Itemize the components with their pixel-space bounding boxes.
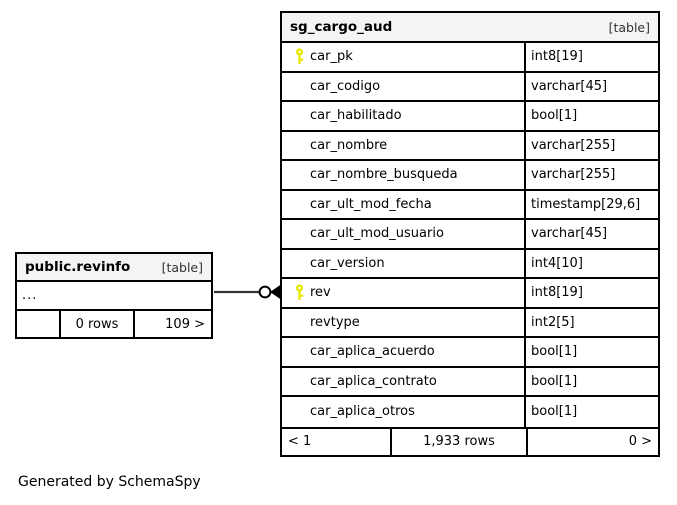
column-name-cell: car_nombre_busqueda bbox=[282, 161, 526, 189]
entity-header: sg_cargo_aud [table] bbox=[282, 13, 658, 43]
column-type-cell: varchar[255] bbox=[526, 132, 658, 160]
table-row[interactable]: car_nombre_busqueda varchar[255] bbox=[282, 161, 658, 191]
column-type: bool[1] bbox=[531, 373, 578, 389]
column-name-cell: car_aplica_contrato bbox=[282, 367, 526, 395]
columns-collapsed-placeholder: ... bbox=[22, 288, 38, 303]
column-name-cell: car_nombre bbox=[282, 131, 526, 159]
column-type: varchar[255] bbox=[531, 137, 616, 153]
footer-parent-count[interactable] bbox=[17, 311, 61, 337]
column-name-cell: car_version bbox=[282, 249, 526, 277]
column-type: varchar[45] bbox=[531, 226, 608, 242]
crowsfoot-many-icon bbox=[270, 284, 281, 300]
table-row[interactable]: car_ult_mod_fecha timestamp[29,6] bbox=[282, 190, 658, 220]
column-name: revtype bbox=[310, 314, 360, 330]
table-row[interactable]: car_ult_mod_usuario varchar[45] bbox=[282, 220, 658, 250]
column-type: int2[5] bbox=[531, 314, 575, 330]
column-name: rev bbox=[310, 285, 331, 301]
table-row[interactable]: car_version int4[10] bbox=[282, 249, 658, 279]
column-name: car_pk bbox=[310, 49, 353, 65]
column-name: car_habilitado bbox=[310, 108, 402, 124]
footer-row-count: 1,933 rows bbox=[392, 428, 528, 455]
entity-footer: < 1 1,933 rows 0 > bbox=[282, 426, 658, 455]
column-name-cell: car_aplica_otros bbox=[282, 397, 526, 427]
column-type: bool[1] bbox=[531, 344, 578, 360]
column-name-cell: ... bbox=[17, 282, 211, 309]
column-type: varchar[255] bbox=[531, 167, 616, 183]
generated-by-caption: Generated by SchemaSpy bbox=[18, 474, 201, 490]
entity-column-list: ... bbox=[17, 282, 211, 309]
column-type-cell: varchar[255] bbox=[526, 161, 658, 189]
column-type-cell: int4[10] bbox=[526, 250, 658, 278]
column-name: car_ult_mod_fecha bbox=[310, 196, 432, 212]
entity-sg-cargo-aud[interactable]: sg_cargo_aud [table] car_pk int8[19] ca bbox=[280, 11, 660, 457]
table-row[interactable]: revtype int2[5] bbox=[282, 308, 658, 338]
column-type-cell: varchar[45] bbox=[526, 220, 658, 248]
column-name: car_aplica_acuerdo bbox=[310, 344, 435, 360]
column-type: int4[10] bbox=[531, 255, 583, 271]
column-type-cell: bool[1] bbox=[526, 368, 658, 396]
column-name-cell: car_ult_mod_usuario bbox=[282, 220, 526, 248]
column-type: int8[19] bbox=[531, 49, 583, 65]
column-name-cell: car_habilitado bbox=[282, 102, 526, 130]
column-type: timestamp[29,6] bbox=[531, 196, 641, 212]
column-type-cell: int2[5] bbox=[526, 309, 658, 337]
column-type: bool[1] bbox=[531, 108, 578, 124]
column-name: car_aplica_otros bbox=[310, 404, 415, 420]
entity-public-revinfo[interactable]: public.revinfo [table] ... 0 rows 109 > bbox=[15, 252, 213, 339]
column-type-cell: bool[1] bbox=[526, 338, 658, 366]
table-row[interactable]: car_nombre varchar[255] bbox=[282, 131, 658, 161]
primary-key-icon bbox=[288, 284, 310, 301]
column-name: car_nombre bbox=[310, 137, 388, 153]
table-row[interactable]: car_aplica_acuerdo bool[1] bbox=[282, 338, 658, 368]
footer-child-count[interactable]: 0 > bbox=[628, 434, 652, 449]
table-row[interactable]: rev int8[19] bbox=[282, 279, 658, 309]
column-type-cell: bool[1] bbox=[526, 397, 658, 427]
column-type: bool[1] bbox=[531, 404, 578, 420]
column-name: car_version bbox=[310, 255, 385, 271]
column-type-cell: int8[19] bbox=[526, 279, 658, 307]
entity-title: public.revinfo bbox=[25, 259, 131, 275]
column-type: int8[19] bbox=[531, 285, 583, 301]
column-name-cell: car_codigo bbox=[282, 72, 526, 100]
table-row[interactable]: car_pk int8[19] bbox=[282, 43, 658, 73]
relationship-svg bbox=[214, 284, 281, 300]
footer-row-count: 0 rows bbox=[61, 311, 135, 337]
entity-kind-label: [table] bbox=[161, 259, 203, 275]
entity-header: public.revinfo [table] bbox=[17, 254, 211, 282]
column-name: car_codigo bbox=[310, 78, 381, 94]
column-type-cell: timestamp[29,6] bbox=[526, 191, 658, 219]
column-type-cell: bool[1] bbox=[526, 102, 658, 130]
column-type: varchar[45] bbox=[531, 78, 608, 94]
column-name: car_nombre_busqueda bbox=[310, 167, 458, 183]
column-name-cell: car_pk bbox=[282, 43, 526, 71]
entity-title: sg_cargo_aud bbox=[290, 19, 393, 35]
column-name: car_ult_mod_usuario bbox=[310, 226, 444, 242]
column-name-cell: rev bbox=[282, 279, 526, 307]
footer-parent-count[interactable]: < 1 bbox=[282, 428, 392, 455]
table-row[interactable]: car_codigo varchar[45] bbox=[282, 72, 658, 102]
primary-key-icon bbox=[288, 48, 310, 65]
entity-column-list: car_pk int8[19] car_codigo varchar[45] bbox=[282, 43, 658, 427]
column-type-cell: varchar[45] bbox=[526, 73, 658, 101]
column-name-cell: revtype bbox=[282, 308, 526, 336]
relationship-connector bbox=[210, 278, 288, 306]
column-name-cell: car_ult_mod_fecha bbox=[282, 190, 526, 218]
table-row: ... bbox=[17, 282, 211, 309]
entity-footer: 0 rows 109 > bbox=[17, 309, 211, 337]
table-row[interactable]: car_aplica_contrato bool[1] bbox=[282, 367, 658, 397]
footer-child-count[interactable]: 109 > bbox=[165, 316, 205, 332]
column-name-cell: car_aplica_acuerdo bbox=[282, 338, 526, 366]
column-type-cell: int8[19] bbox=[526, 43, 658, 71]
entity-kind-label: [table] bbox=[608, 19, 650, 35]
table-row[interactable]: car_habilitado bool[1] bbox=[282, 102, 658, 132]
table-row[interactable]: car_aplica_otros bool[1] bbox=[282, 397, 658, 427]
column-name: car_aplica_contrato bbox=[310, 373, 437, 389]
zero-cardinality-icon bbox=[258, 285, 272, 299]
